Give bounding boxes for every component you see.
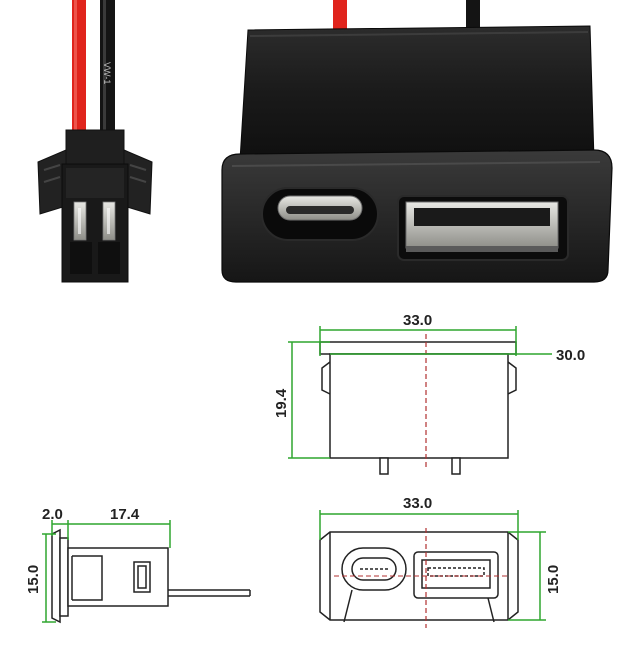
top-height-label: 19.4 [273,388,290,418]
front-usb-c-outline [341,547,407,591]
side-height-label: 15.0 [25,565,42,594]
side-flange-label: 2.0 [42,506,63,523]
side-depth-label: 17.4 [110,506,140,523]
top-inner-width-label: 30.0 [556,347,585,364]
top-width-label: 33.0 [403,312,432,329]
front-usb-a-outline [413,551,499,599]
side-view-drawing [51,528,251,624]
top-view-drawing [319,334,517,475]
sm-connector-icon: VW-1 [37,0,153,283]
front-view-dimensions [319,510,546,621]
wire-label: VW-1 [102,62,112,84]
side-view-dimensions [42,520,171,623]
front-view-drawing [319,528,519,628]
front-width-label: 33.0 [403,495,432,512]
socket-black-wire [466,0,480,34]
front-height-label: 15.0 [545,565,562,594]
socket-red-wire [333,0,347,34]
top-view-dimensions [288,326,552,459]
usb-socket-photo [221,0,613,283]
